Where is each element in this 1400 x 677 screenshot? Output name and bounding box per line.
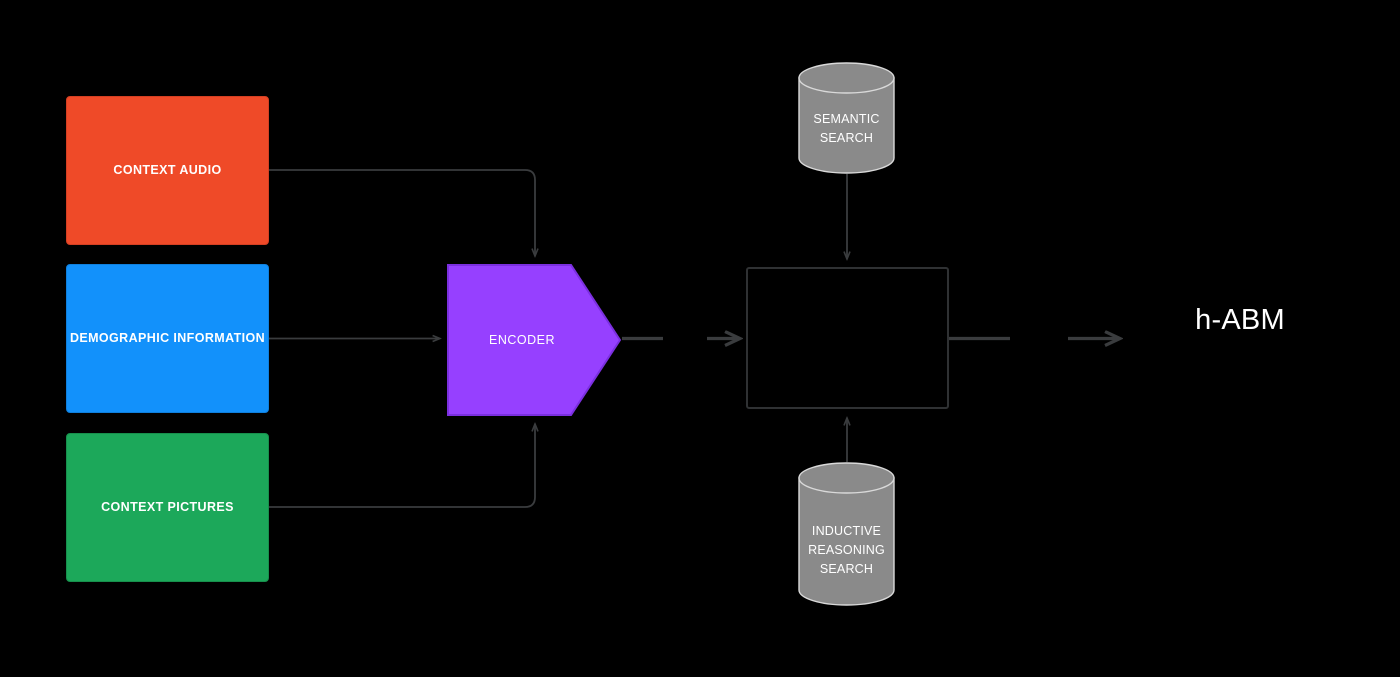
input-box-demographic-information-label: DEMOGRAPHIC INFORMATION <box>69 330 266 345</box>
datastore-semantic-search-label: SEMANTIC SEARCH <box>798 110 895 148</box>
datastore-inductive-line-2: REASONING <box>808 543 885 557</box>
input-box-context-pictures-label: CONTEXT PICTURES <box>101 499 234 514</box>
output-label: h-ABM <box>1195 303 1285 336</box>
cylinder-icon <box>798 462 895 606</box>
datastore-inductive-line-1: INDUCTIVE <box>811 524 882 538</box>
cylinder-icon <box>798 62 895 174</box>
datastore-inductive-line-3: SEARCH <box>819 562 874 576</box>
output-label-wrap: h-ABM <box>1150 297 1330 343</box>
datastore-inductive-reasoning-search[interactable]: INDUCTIVE REASONING SEARCH <box>798 462 895 606</box>
connector-pictures-to-encoder <box>269 424 535 508</box>
encoder-label-wrap: ENCODER <box>447 264 597 416</box>
encoder-label: ENCODER <box>488 333 555 347</box>
input-box-demographic-information[interactable]: DEMOGRAPHIC INFORMATION <box>66 264 269 413</box>
datastore-semantic-search[interactable]: SEMANTIC SEARCH <box>798 62 895 174</box>
encoder-shape[interactable] <box>447 264 621 416</box>
input-box-context-audio[interactable]: CONTEXT AUDIO <box>66 96 269 245</box>
datastore-inductive-reasoning-search-label: INDUCTIVE REASONING SEARCH <box>798 522 895 579</box>
datastore-semantic-search-line-1: SEMANTIC <box>813 112 880 126</box>
center-processing-box[interactable] <box>746 267 949 409</box>
input-box-context-pictures[interactable]: CONTEXT PICTURES <box>66 433 269 582</box>
connector-audio-to-encoder <box>269 169 535 256</box>
datastore-semantic-search-line-2: SEARCH <box>819 131 874 145</box>
input-box-context-audio-label: CONTEXT AUDIO <box>113 162 222 177</box>
